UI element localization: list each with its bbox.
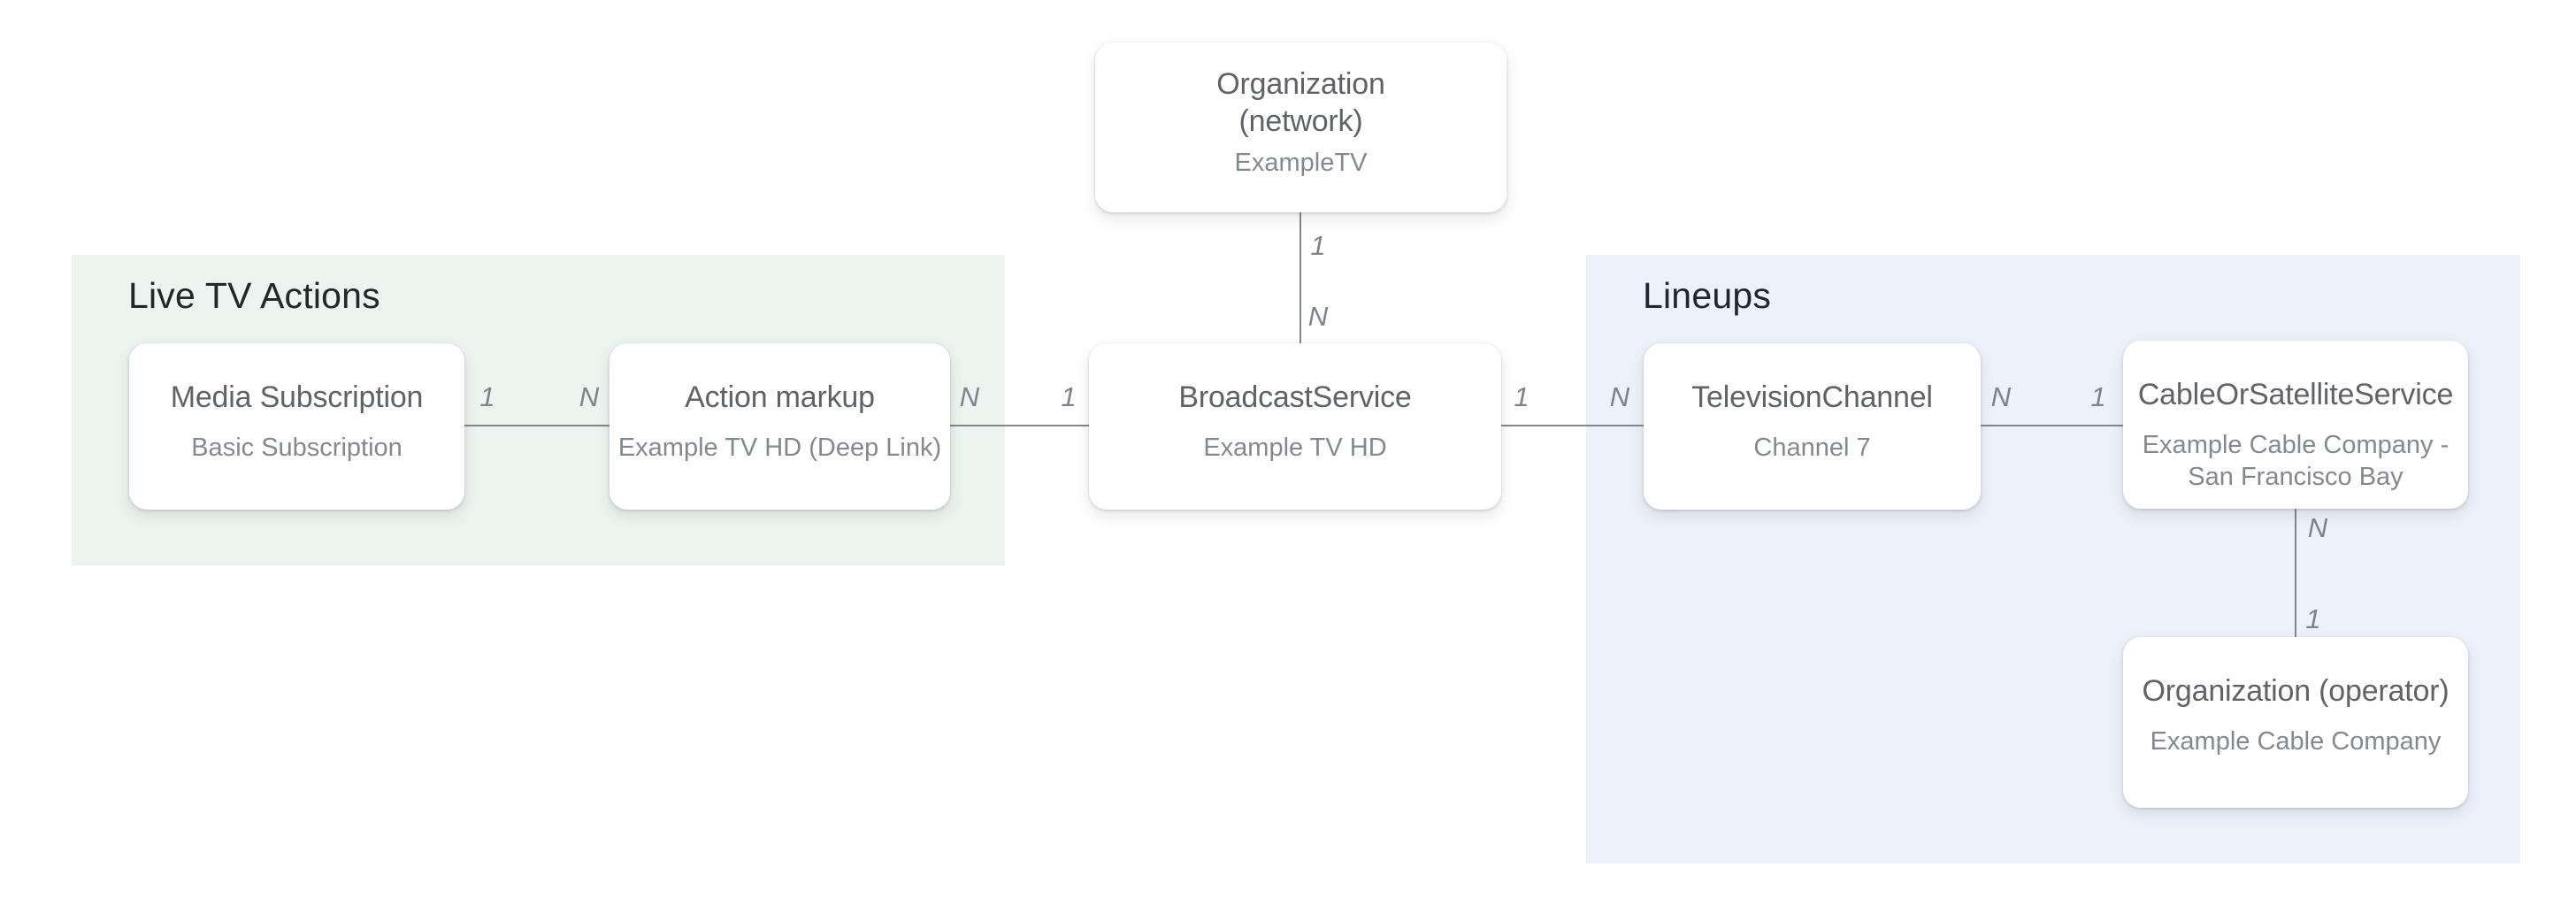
node-organization-operator: Organization (operator) Example Cable Co… [2123,637,2468,808]
node-title: Organization (network) [1216,67,1385,138]
node-title: CableOrSatelliteService [2137,378,2454,411]
cardinality-label: N [579,381,600,412]
cardinality-label: N [959,381,980,412]
connector-televisionchannel-to-cableorsatelliteservice [1981,425,2123,426]
live-tv-actions-region-label: Live TV Actions [128,275,380,316]
node-cable-or-satellite-service: CableOrSatelliteService Example Cable Co… [2123,341,2468,509]
cardinality-label: 1 [1310,230,1326,261]
lineups-region-label: Lineups [1643,275,1772,316]
node-title: Action markup [685,380,875,414]
node-subtitle: ExampleTV [1234,149,1368,177]
node-subtitle: Basic Subscription [191,434,402,462]
cardinality-label: 1 [479,381,495,412]
node-subtitle: Example TV HD [1203,434,1387,462]
cardinality-label: 1 [2090,381,2106,412]
node-subtitle: Example TV HD (Deep Link) [617,434,942,462]
connector-cableorsatelliteservice-to-operator [2295,509,2296,637]
node-title: Organization (operator) [2142,674,2450,708]
node-television-channel: TelevisionChannel Channel 7 [1644,343,1981,510]
connector-broadcastservice-to-televisionchannel [1501,425,1644,426]
node-title: BroadcastService [1178,380,1412,414]
node-action-markup: Action markup Example TV HD (Deep Link) [610,343,950,510]
node-subtitle: Channel 7 [1753,434,1871,462]
cardinality-label: 1 [2305,603,2321,634]
node-title: TelevisionChannel [1691,380,1933,414]
connector-actionmarkup-to-broadcastservice [950,425,1089,426]
cardinality-label: N [1609,381,1630,412]
connector-mediasubscription-to-actionmarkup [464,425,610,426]
connector-network-to-broadcastservice [1300,212,1301,343]
node-media-subscription: Media Subscription Basic Subscription [129,343,464,510]
node-organization-network: Organization (network) ExampleTV [1095,42,1506,212]
node-subtitle: Example Cable Company - San Francisco Ba… [2142,431,2450,491]
node-subtitle: Example Cable Company [2150,727,2442,756]
cardinality-label: 1 [1514,381,1530,412]
node-broadcast-service: BroadcastService Example TV HD [1089,343,1501,510]
cardinality-label: N [1990,381,2012,412]
node-title: Media Subscription [170,380,424,414]
cardinality-label: N [1307,301,1329,332]
cardinality-label: N [2307,512,2328,543]
cardinality-label: 1 [1061,381,1077,412]
